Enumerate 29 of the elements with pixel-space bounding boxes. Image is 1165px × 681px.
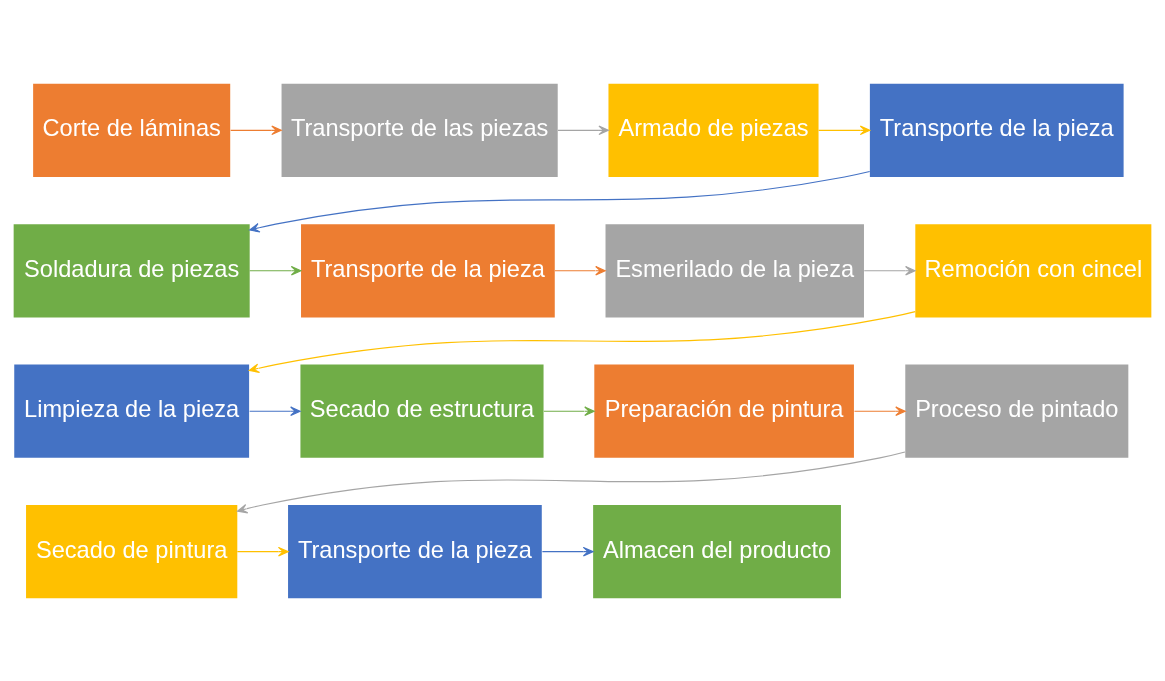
arrow [249,265,302,276]
node-box: Armado de piezas [608,83,819,177]
arrow [541,546,594,556]
arrow [249,405,301,416]
node-box: Esmerilado de la pieza [605,223,864,317]
node-box: Secado de pintura [26,504,238,598]
arrow [853,405,906,416]
node-box: Secado de estructura [300,364,544,458]
node-box: Remoción con cincel [915,223,1152,317]
arrow [236,546,289,556]
arrow [248,310,916,373]
arrow [230,125,282,135]
arrow [249,170,871,232]
node-box: Preparación de pintura [594,364,854,458]
node-box: Limpieza de la pieza [14,364,250,458]
node-box: Corte de láminas [33,83,231,177]
node-box: Soldadura de piezas [13,223,250,317]
arrow [236,450,906,513]
arrow [863,265,916,276]
node-box: Transporte de las piezas [281,83,558,177]
arrow [543,405,595,416]
node-box: Proceso de pintado [905,364,1129,458]
node-box: Transporte de la pieza [288,504,542,598]
arrow [557,125,609,135]
node-box: Transporte de la pieza [869,83,1124,177]
node-box: Transporte de la pieza [301,223,555,317]
arrow [554,265,606,276]
node-box: Almacen del producto [593,504,841,598]
arrow [818,125,871,135]
